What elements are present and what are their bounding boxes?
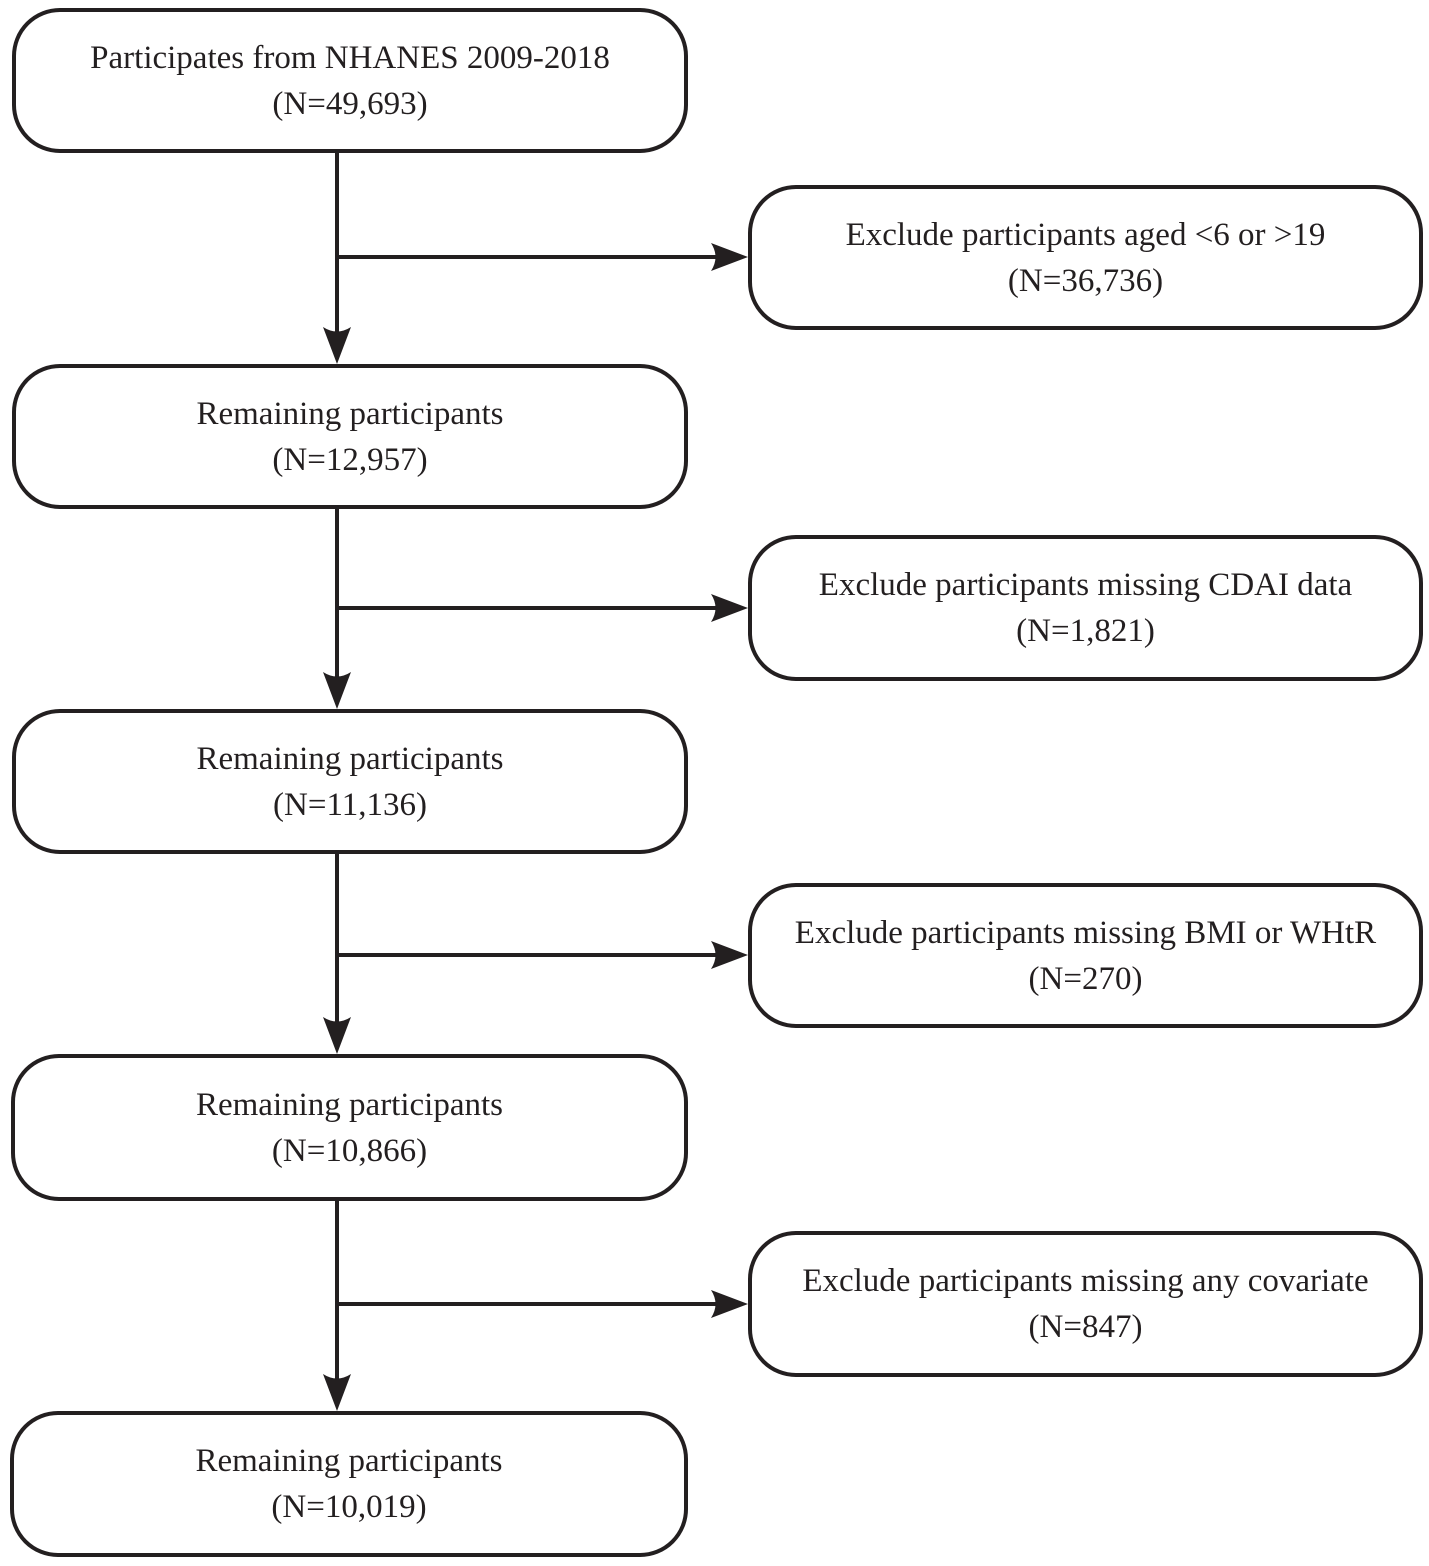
flow-box-remaining-3: Remaining participants (N=10,866) bbox=[11, 1054, 688, 1201]
box-label: Participates from NHANES 2009-2018 bbox=[90, 39, 610, 76]
flow-box-remaining-final: Remaining participants (N=10,019) bbox=[10, 1411, 688, 1557]
flow-box-initial-participants: Participates from NHANES 2009-2018 (N=49… bbox=[12, 8, 688, 153]
box-count: (N=49,693) bbox=[272, 85, 428, 122]
box-label: Remaining participants bbox=[195, 1086, 503, 1123]
box-count: (N=847) bbox=[1028, 1309, 1143, 1345]
flow-box-exclude-cdai: Exclude participants missing CDAI data (… bbox=[748, 535, 1423, 681]
box-label: Exclude participants missing any covaria… bbox=[802, 1263, 1369, 1299]
arrowhead-right-3-icon bbox=[711, 941, 748, 969]
box-label: Remaining participants bbox=[196, 740, 504, 777]
box-count: (N=10,866) bbox=[271, 1132, 428, 1169]
flow-box-remaining-1: Remaining participants (N=12,957) bbox=[12, 364, 688, 509]
arrowhead-down-4-icon bbox=[323, 1374, 351, 1411]
flow-box-exclude-age: Exclude participants aged <6 or >19 (N=3… bbox=[748, 185, 1423, 330]
flow-box-remaining-2: Remaining participants (N=11,136) bbox=[12, 709, 688, 854]
box-label: Exclude participants aged <6 or >19 bbox=[845, 216, 1326, 253]
box-label: Remaining participants bbox=[196, 395, 504, 432]
flow-box-exclude-covariate: Exclude participants missing any covaria… bbox=[748, 1231, 1423, 1377]
arrowhead-right-2-icon bbox=[711, 594, 748, 622]
box-label: Exclude participants missing BMI or WHtR bbox=[794, 914, 1377, 951]
box-count: (N=36,736) bbox=[1007, 262, 1164, 299]
arrowhead-right-1-icon bbox=[711, 243, 748, 271]
box-count: (N=12,957) bbox=[272, 441, 428, 478]
box-label: Remaining participants bbox=[195, 1443, 503, 1479]
box-label: Exclude participants missing CDAI data bbox=[818, 567, 1353, 603]
box-count: (N=10,019) bbox=[271, 1489, 427, 1525]
box-count: (N=1,821) bbox=[1016, 613, 1155, 649]
arrowhead-down-2-icon bbox=[323, 672, 351, 709]
box-count: (N=270) bbox=[1028, 960, 1143, 997]
arrowhead-down-3-icon bbox=[323, 1017, 351, 1054]
flow-box-exclude-bmi-whtr: Exclude participants missing BMI or WHtR… bbox=[748, 883, 1423, 1028]
arrowhead-down-1-icon bbox=[323, 327, 351, 364]
box-count: (N=11,136) bbox=[273, 786, 427, 823]
arrowhead-right-4-icon bbox=[711, 1290, 748, 1318]
